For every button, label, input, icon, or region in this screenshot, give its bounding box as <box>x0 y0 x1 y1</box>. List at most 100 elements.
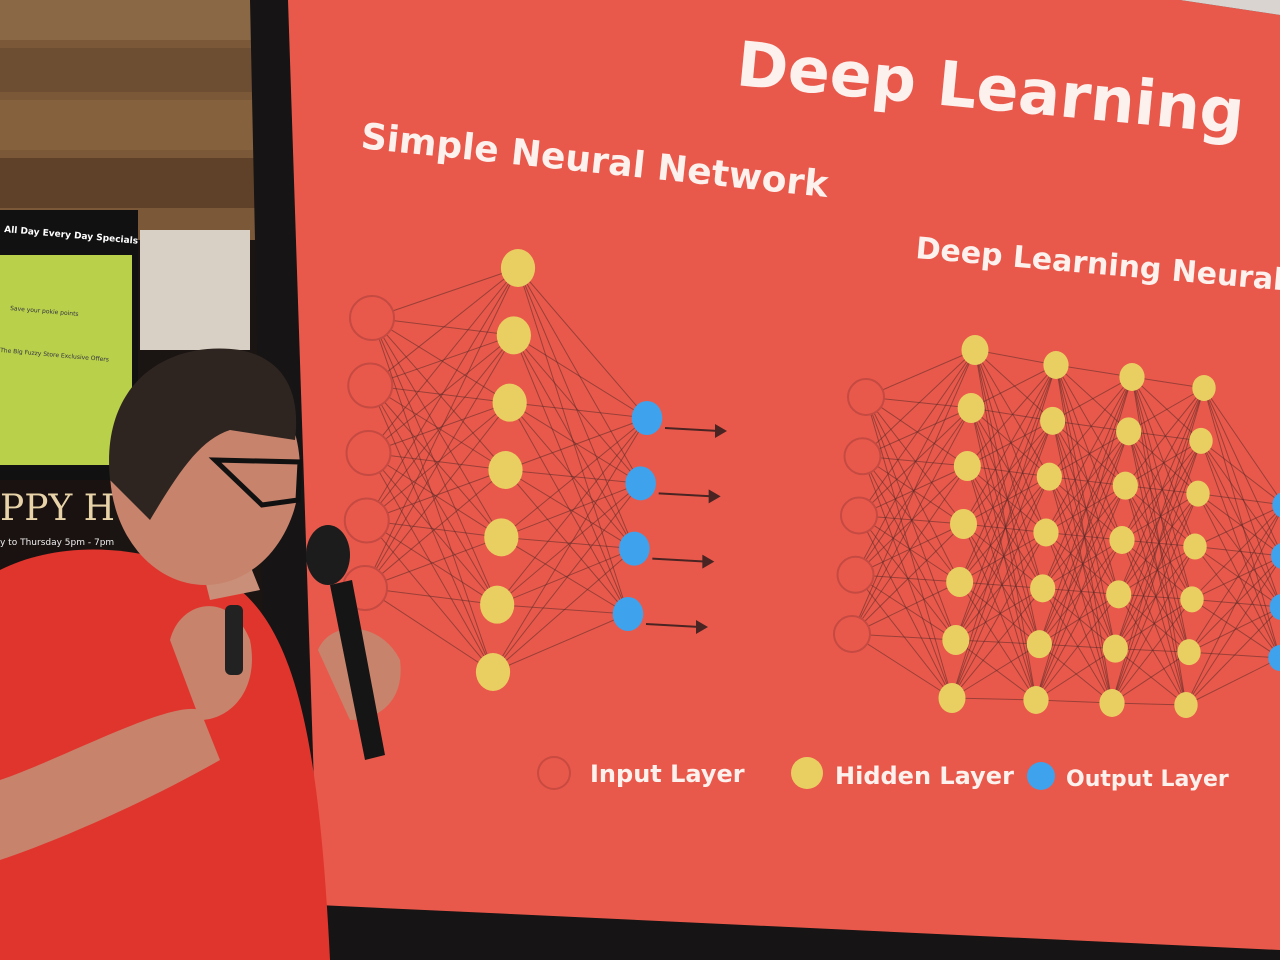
simple-network-edge <box>505 417 648 471</box>
simple-network-edge <box>496 417 648 605</box>
simple-network-edge <box>492 613 629 673</box>
deep-network-edge <box>1045 532 1119 595</box>
deep-network-edge <box>862 455 964 525</box>
simple-network-edge <box>366 267 519 521</box>
deep-network-edge <box>951 532 1047 699</box>
deep-network-hidden-node <box>961 335 989 365</box>
deep-network-edge <box>963 364 1057 525</box>
deep-network-edge <box>851 407 972 635</box>
simple-network-edge <box>497 604 629 615</box>
deep-network-edge <box>966 364 1057 467</box>
deep-network-edge <box>970 364 1057 409</box>
simple-network-edge <box>501 417 648 538</box>
deep-network-edge <box>1035 539 1123 701</box>
deep-network-edge <box>865 396 964 525</box>
deep-network-hidden-node <box>1026 630 1052 659</box>
simple-network-hidden-node <box>484 518 519 557</box>
simple-network-edge <box>368 267 519 454</box>
deep-network-edge <box>1035 431 1130 701</box>
deep-network-edge <box>1185 559 1280 706</box>
simple-network-edge <box>364 469 506 589</box>
simple-network-edge <box>366 335 515 521</box>
deep-network-edge <box>1124 387 1205 486</box>
simple-network-edge <box>501 536 635 550</box>
presenter <box>0 348 401 960</box>
simple-network-edge <box>368 402 510 454</box>
deep-network-edge <box>851 633 953 699</box>
deep-network-edge <box>966 465 1037 701</box>
deep-network-edge <box>1049 476 1123 541</box>
input-layer-legend-icon <box>537 756 571 790</box>
simple-network-edge <box>505 469 641 484</box>
deep-network-edge <box>1197 493 1280 659</box>
deep-network-edge <box>1111 493 1199 704</box>
simple-network-edge <box>509 402 635 549</box>
deep-network-output-node <box>1272 492 1280 518</box>
deep-network-edge <box>1038 376 1133 645</box>
deep-network-edge <box>1052 420 1120 595</box>
deep-network-edge <box>1191 508 1280 600</box>
deep-network-hidden-node <box>1033 518 1059 547</box>
simple-network-edge <box>492 548 635 673</box>
deep-network-edge <box>851 349 976 635</box>
deep-network-edge <box>1111 440 1202 704</box>
deep-network-edge <box>865 349 976 398</box>
deep-network-edge <box>1188 510 1280 653</box>
simple-network-hidden-node <box>500 249 536 287</box>
simple-network-edges <box>364 267 648 673</box>
deep-network-edge <box>1035 485 1126 701</box>
deep-network-edge <box>1048 376 1133 477</box>
audience-arm <box>0 708 220 860</box>
simple-network-hidden-node <box>480 585 515 624</box>
deep-network-hidden-node <box>1109 526 1135 554</box>
output-arrow <box>664 427 720 432</box>
deep-network-hidden-node <box>1192 375 1216 401</box>
deep-network-edge <box>974 349 1040 645</box>
deep-network-hidden-node <box>1036 462 1062 491</box>
deep-network-hidden-node <box>946 567 974 597</box>
simple-network <box>342 249 727 691</box>
deep-network-edge <box>974 349 1037 701</box>
deep-network-hidden-node <box>1040 406 1066 435</box>
deep-network-edge <box>1055 364 1133 378</box>
deep-network-hidden-node <box>1183 533 1207 560</box>
deep-network-edge <box>1111 599 1193 704</box>
legend: Input Layer Hidden Layer Output Layer <box>537 756 1229 792</box>
deep-network-edge <box>951 643 1040 699</box>
deep-network-edge <box>1045 376 1133 533</box>
deep-network-hidden-node <box>950 509 977 539</box>
simple-network-edge <box>513 334 648 419</box>
simple-network-edge <box>496 548 635 606</box>
simple-network-edge <box>364 402 511 589</box>
simple-network-hidden-node <box>492 383 527 422</box>
simple-network-hidden-node <box>496 316 531 355</box>
deep-network-output-node <box>1268 645 1280 671</box>
simple-network-edge <box>368 334 515 454</box>
simple-network-edge <box>364 335 515 589</box>
simple-network-edge <box>368 452 506 471</box>
deep-network-hidden-node <box>938 683 966 713</box>
deep-network-edge <box>855 349 976 575</box>
deep-network-edge <box>862 349 976 457</box>
output-layer-legend-icon <box>1027 762 1055 790</box>
deep-network-edge <box>1111 651 1190 704</box>
deep-network-edge <box>1035 699 1113 704</box>
deep-network-edge <box>951 420 1054 699</box>
simple-network-hidden-node <box>475 653 511 691</box>
simple-network-input-node <box>345 430 392 476</box>
deep-network-edge <box>1200 440 1280 554</box>
deep-network-edge <box>951 364 1057 699</box>
simple-network-edge <box>371 317 502 538</box>
output-arrow-head <box>702 554 715 569</box>
simple-network-edge <box>370 334 514 386</box>
deep-network-edge <box>1035 376 1133 701</box>
simple-network-edge <box>513 335 642 484</box>
deep-network-edge <box>974 349 1044 589</box>
simple-network-edge <box>364 267 519 589</box>
simple-network-edge <box>366 402 510 521</box>
deep-network-edge <box>1055 364 1123 541</box>
simple-network-edge <box>501 482 641 538</box>
hidden-layer-legend-icon <box>791 757 823 789</box>
simple-network-edge <box>370 385 510 404</box>
